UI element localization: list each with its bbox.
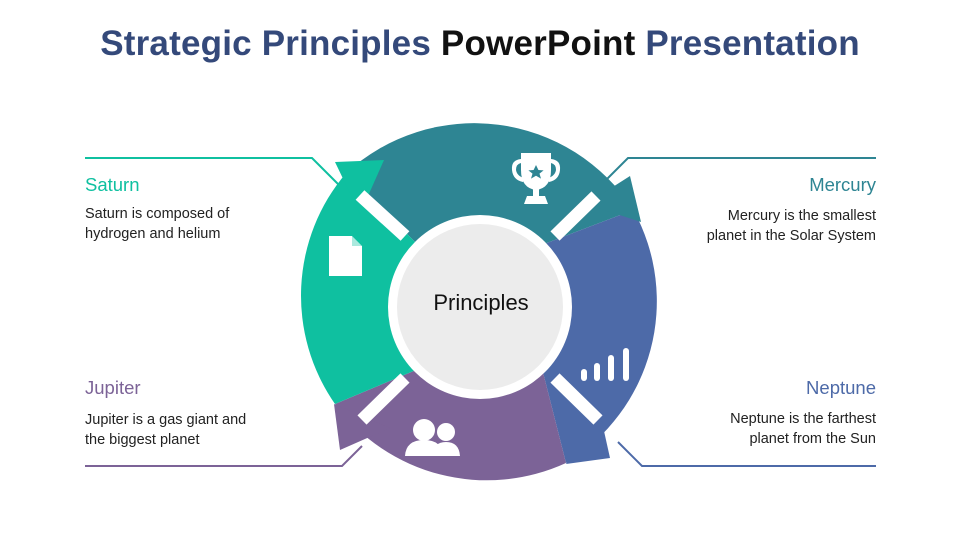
arrow-head-green — [335, 160, 384, 214]
saturn-description-line-1: Saturn is composed of — [85, 206, 230, 222]
jupiter-description-line-2: the biggest planet — [85, 432, 200, 448]
mercury-description-line-1: Mercury is the smallest — [727, 208, 876, 224]
trophy-icon — [511, 153, 561, 204]
title-part-2: PowerPoint — [440, 24, 636, 63]
jupiter-description-line-1: Jupiter is a gas giant and — [85, 412, 247, 428]
saturn-title: Saturn — [85, 174, 140, 195]
segment-left-green — [301, 173, 418, 404]
center-circle-inner — [397, 224, 563, 390]
segment-top-teal — [346, 123, 634, 245]
document-icon — [329, 236, 362, 276]
neptune-connector-line — [617, 441, 876, 467]
neptune-title: Neptune — [806, 377, 876, 398]
saturn-connector-line — [85, 157, 341, 187]
arrow-head-teal — [586, 176, 641, 222]
jupiter-title: Jupiter — [85, 377, 141, 398]
jupiter-connector-line — [85, 445, 363, 467]
saturn-description: Saturn is composed of hydrogen and heliu… — [85, 204, 315, 244]
users-icon — [405, 419, 460, 456]
saturn-description-line-2: hydrogen and helium — [85, 226, 221, 242]
arrow-head-purple — [334, 404, 390, 450]
mercury-connector-line — [601, 157, 876, 185]
arrow-head-blue — [566, 404, 610, 464]
bar-chart-icon — [581, 348, 629, 381]
title-part-1: Strategic Principles — [100, 24, 441, 63]
mercury-title: Mercury — [809, 174, 876, 195]
page-title: Strategic Principles PowerPoint Presenta… — [0, 24, 960, 64]
neptune-description: Neptune is the farthest planet from the … — [646, 409, 876, 449]
mercury-description: Mercury is the smallest planet in the So… — [646, 206, 876, 246]
title-part-3: Presentation — [635, 24, 860, 63]
mercury-description-line-2: planet in the Solar System — [706, 228, 876, 244]
segment-separators — [355, 190, 603, 425]
center-label: Principles — [433, 290, 529, 315]
neptune-description-line-1: Neptune is the farthest — [730, 411, 876, 427]
jupiter-description: Jupiter is a gas giant and the biggest p… — [85, 410, 315, 450]
neptune-description-line-2: planet from the Sun — [749, 431, 876, 447]
